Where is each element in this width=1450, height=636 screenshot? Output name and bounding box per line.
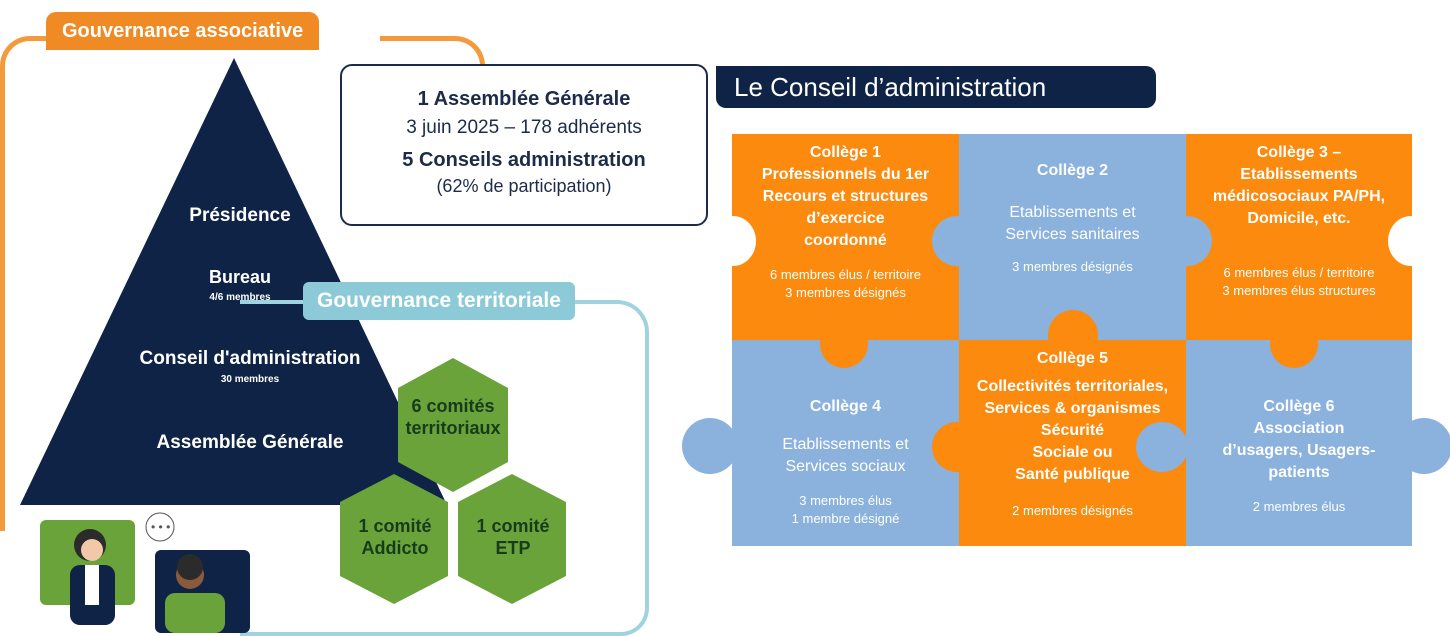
college-5-desc-3: Sécurité — [1040, 422, 1105, 439]
hexagons — [340, 358, 566, 604]
bureau-label: Bureau — [208, 267, 271, 287]
people-illustration: • • • — [40, 512, 250, 633]
college-1-title: Collège 1 — [809, 144, 882, 161]
college-1-desc-1: Professionnels du 1er — [761, 166, 930, 183]
college-4-members-1: 3 membres élus — [799, 493, 892, 508]
college-3-title: Collège 3 – — [1256, 144, 1342, 161]
knob-3-6 — [1270, 320, 1318, 368]
pyramid-level-conseil: Conseil d'administration 30 membres — [100, 348, 400, 385]
knob-2-3 — [1162, 216, 1212, 266]
conseil-label: Conseil d'administration — [139, 348, 361, 369]
puzzle: Collège 1 Professionnels du 1er Recours … — [682, 134, 1450, 546]
bureau-members: 4/6 membres — [209, 292, 271, 303]
pyramid — [20, 58, 447, 505]
knob-2-5 — [1048, 310, 1098, 360]
college-6-desc-2: d’usagers, Usagers- — [1222, 442, 1376, 459]
svg-text:• • •: • • • — [151, 520, 170, 534]
hex1-line2: territoriaux — [405, 418, 501, 438]
hex-etp — [458, 474, 566, 604]
college-3-members-1: 6 membres élus / territoire — [1223, 265, 1375, 280]
college-3 — [1186, 134, 1412, 340]
thought-bubble — [145, 512, 175, 542]
knob-4-left — [682, 418, 738, 474]
college-6-title: Collège 6 — [1263, 398, 1335, 415]
college-1-desc-3: d’exercice — [806, 210, 885, 227]
college-5-desc-1: Collectivités territoriales, — [976, 378, 1169, 395]
associative-bracket-right — [380, 36, 485, 81]
knob-1-4 — [820, 320, 868, 368]
territorial-tag: Gouvernance territoriale — [303, 282, 575, 320]
college-2-desc-1: Etablissements et — [1009, 204, 1136, 221]
ag-count: 1 Assemblée Générale — [417, 88, 631, 110]
ca-count: 5 Conseils administration — [402, 149, 646, 171]
college-6 — [1186, 340, 1412, 546]
college-5-desc-2: Services & organismes — [984, 400, 1161, 417]
hex-etp-label: 1 comité ETP — [458, 515, 568, 559]
college-6-members-1: 2 membres élus — [1252, 499, 1346, 514]
college-5-desc-4: Sociale ou — [1032, 444, 1113, 461]
college-1-members-2: 3 membres désignés — [785, 285, 906, 300]
hex-addicto-label: 1 comité Addicto — [340, 515, 450, 559]
college-1 — [732, 134, 959, 340]
knob-6-5 — [1136, 422, 1188, 472]
pyramid-level-bureau: Bureau 4/6 membres — [130, 267, 350, 303]
associative-bracket-left — [0, 36, 53, 531]
hex3-line1: 1 comité — [476, 516, 550, 536]
college-4-title: Collège 4 — [809, 398, 882, 415]
hex1-line1: 6 comités — [411, 396, 495, 416]
knob-6-right — [1396, 418, 1450, 474]
college-5-title: Collège 5 — [1036, 350, 1109, 367]
pyramid-level-ag: Assemblée Générale — [156, 432, 344, 453]
college-3-desc-1: Etablissements — [1240, 166, 1358, 183]
hex-territoriaux-label: 6 comités territoriaux — [398, 395, 508, 439]
college-6-text: Collège 6 Association d’usagers, Usagers… — [1186, 388, 1412, 516]
notch-3-right — [1388, 216, 1434, 266]
college-6-desc-1: Association — [1253, 420, 1345, 437]
notch-1-left — [710, 216, 756, 266]
conseil-title: Le Conseil d’administration — [716, 66, 1156, 108]
ag-info-box: 1 Assemblée Générale 3 juin 2025 – 178 a… — [340, 64, 708, 226]
college-1-desc-4: coordonné — [804, 232, 887, 249]
college-3-desc-3: Domicile, etc. — [1247, 210, 1351, 227]
college-2-desc-2: Services sanitaires — [1005, 226, 1140, 243]
hex3-line2: ETP — [495, 538, 531, 558]
hex-territoriaux — [398, 358, 508, 492]
college-3-text: Collège 3 – Etablissements médicosociaux… — [1186, 134, 1412, 300]
associative-tag: Gouvernance associative — [46, 12, 320, 50]
college-2 — [959, 134, 1186, 340]
knob-1-2 — [932, 216, 982, 266]
college-3-members-2: 3 membres élus structures — [1222, 283, 1376, 298]
conseil-members: 30 membres — [220, 374, 280, 385]
knob-5-4 — [932, 422, 982, 472]
college-2-title: Collège 2 — [1036, 162, 1109, 179]
college-2-text: Collège 2 Etablissements et Services san… — [959, 152, 1186, 276]
pyramid-level-presidence: Présidence — [189, 205, 291, 226]
college-1-text: Collège 1 Professionnels du 1er Recours … — [732, 134, 959, 302]
college-3-desc-2: médicosociaux PA/PH, — [1212, 188, 1386, 205]
college-6-desc-3: patients — [1268, 464, 1330, 481]
college-5-text: Collège 5 Collectivités territoriales, S… — [959, 340, 1186, 520]
hex2-line2: Addicto — [361, 538, 429, 558]
pyramid-shape — [20, 58, 447, 505]
college-1-members-1: 6 membres élus / territoire — [770, 267, 921, 282]
college-4-desc-2: Services sociaux — [785, 458, 906, 475]
hex-addicto — [340, 474, 448, 604]
ag-date: 3 juin 2025 – 178 adhérents — [406, 117, 642, 138]
college-4-desc-1: Etablissements et — [782, 436, 909, 453]
college-5-members-1: 2 membres désignés — [1012, 503, 1133, 518]
college-1-desc-2: Recours et structures — [762, 188, 929, 205]
college-4-text: Collège 4 Etablissements et Services soc… — [732, 388, 959, 528]
hex2-line1: 1 comité — [358, 516, 432, 536]
ca-participation: (62% de participation) — [436, 176, 612, 196]
college-2-members-1: 3 membres désignés — [1012, 259, 1133, 274]
person-right-body — [165, 593, 225, 633]
college-4-members-2: 1 membre désigné — [791, 511, 900, 526]
college-5-desc-5: Santé publique — [1015, 466, 1130, 483]
college-4 — [732, 340, 959, 546]
